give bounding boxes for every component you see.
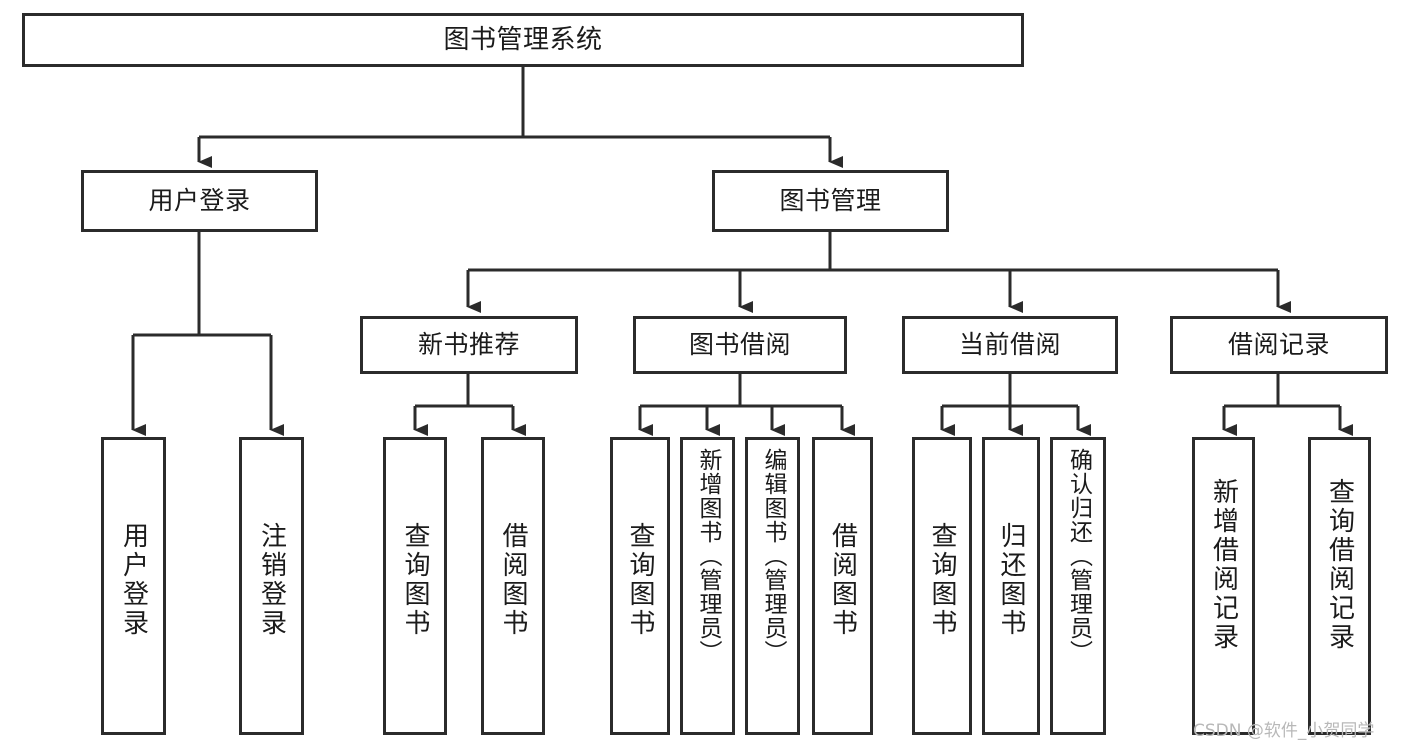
- node-current-borrow[interactable]: 当前借阅: [902, 316, 1118, 374]
- node-borrow-record-label: 借阅记录: [1227, 330, 1330, 360]
- node-leaf-query-record[interactable]: 查询借阅记录: [1308, 437, 1371, 735]
- node-user-login-label: 用户登录: [148, 186, 251, 216]
- node-book-borrow-label: 图书借阅: [688, 330, 791, 360]
- node-leaf-query-book-1[interactable]: 查询图书: [383, 437, 447, 735]
- node-new-book-rec[interactable]: 新书推荐: [360, 316, 578, 374]
- node-leaf-query-book-1-label: 查询图书: [400, 522, 430, 638]
- node-leaf-edit-book[interactable]: 编辑图书（管理员）: [745, 437, 800, 735]
- node-root-label: 图书管理系统: [443, 24, 603, 55]
- node-new-book-rec-label: 新书推荐: [417, 330, 520, 360]
- node-book-manage[interactable]: 图书管理: [712, 170, 949, 232]
- node-leaf-borrow-book-1-label: 借阅图书: [498, 522, 528, 638]
- node-leaf-add-book[interactable]: 新增图书（管理员）: [680, 437, 735, 735]
- node-leaf-logout[interactable]: 注销登录: [239, 437, 304, 735]
- node-leaf-add-book-label: 新增图书（管理员）: [695, 448, 721, 664]
- node-leaf-query-record-label: 查询借阅记录: [1324, 478, 1355, 652]
- csdn-watermark: CSDN @软件_小贺同学: [1193, 721, 1375, 741]
- node-leaf-return-book[interactable]: 归还图书: [982, 437, 1040, 735]
- node-user-login[interactable]: 用户登录: [81, 170, 318, 232]
- node-leaf-add-record-label: 新增借阅记录: [1208, 478, 1239, 652]
- node-leaf-query-book-3[interactable]: 查询图书: [912, 437, 972, 735]
- node-root[interactable]: 图书管理系统: [22, 13, 1024, 67]
- node-leaf-user-login-label: 用户登录: [118, 522, 149, 638]
- node-leaf-borrow-book-2[interactable]: 借阅图书: [812, 437, 873, 735]
- node-leaf-borrow-book-2-label: 借阅图书: [827, 522, 858, 638]
- node-leaf-query-book-2[interactable]: 查询图书: [610, 437, 670, 735]
- node-leaf-query-book-2-label: 查询图书: [625, 522, 655, 638]
- node-borrow-record[interactable]: 借阅记录: [1170, 316, 1388, 374]
- node-leaf-user-login[interactable]: 用户登录: [101, 437, 166, 735]
- node-book-manage-label: 图书管理: [779, 186, 882, 216]
- node-leaf-confirm-return[interactable]: 确认归还（管理员）: [1050, 437, 1106, 735]
- node-leaf-borrow-book-1[interactable]: 借阅图书: [481, 437, 545, 735]
- node-leaf-confirm-return-label: 确认归还（管理员）: [1065, 448, 1092, 664]
- node-leaf-return-book-label: 归还图书: [996, 522, 1026, 638]
- node-leaf-add-record[interactable]: 新增借阅记录: [1192, 437, 1255, 735]
- node-leaf-edit-book-label: 编辑图书（管理员）: [760, 448, 786, 664]
- node-leaf-query-book-3-label: 查询图书: [927, 522, 957, 638]
- node-current-borrow-label: 当前借阅: [958, 330, 1061, 360]
- node-leaf-logout-label: 注销登录: [256, 522, 287, 638]
- node-book-borrow[interactable]: 图书借阅: [633, 316, 847, 374]
